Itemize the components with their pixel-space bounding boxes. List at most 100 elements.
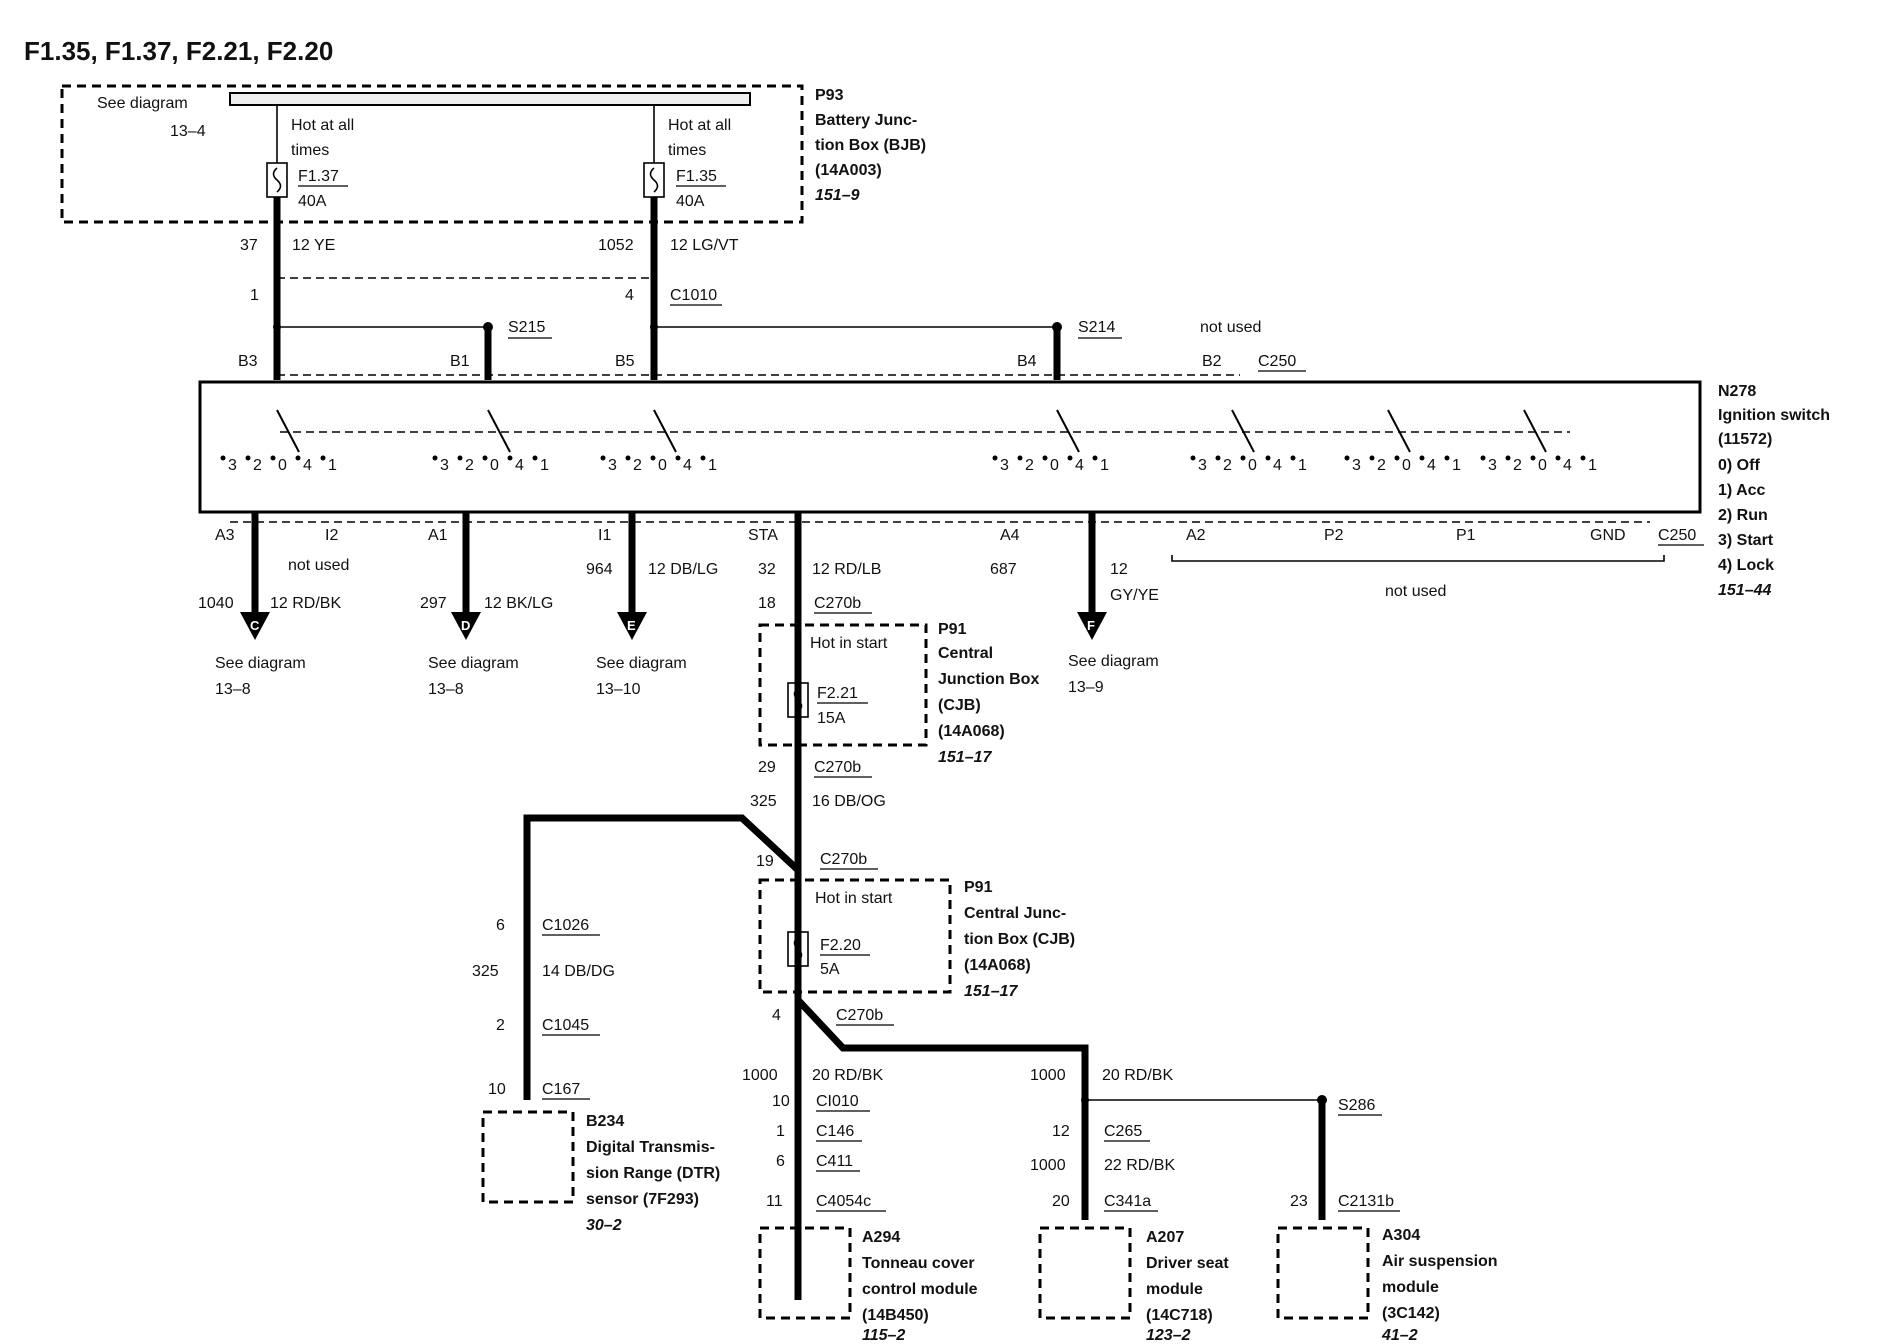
a304-name2: module [1382,1279,1439,1296]
ref-d: 13–8 [428,681,464,698]
pin-4: 4 [625,287,634,304]
switch-position-label: 2 [1377,457,1386,474]
bjb-busbar [229,92,751,106]
pin-sta: STA [748,527,778,544]
contact-dot [600,455,606,461]
pin-b5: B5 [615,353,635,370]
pin-18: 18 [758,595,776,612]
a304-id: A304 [1382,1227,1420,1244]
cjb1-id: P91 [938,621,967,638]
pin-b2: B2 [1202,353,1222,370]
contact-dot [1215,455,1221,461]
hot-label-a: Hot at all [291,117,354,134]
contact-dot [625,455,631,461]
switch-position-label: 2 [1513,457,1522,474]
contact-dot [1480,455,1486,461]
switch-position-label: 0 [1248,457,1257,474]
dtr-name2: sion Range (DTR) [586,1165,720,1182]
arrow-c-letter: C [250,618,260,633]
connector-c2131b: C2131b [1338,1193,1394,1210]
hot-label-b: Hot at all [668,117,731,134]
switch-position-label: 3 [1000,457,1009,474]
wire-color-1040: 12 RD/BK [270,595,341,612]
fuse-f137-label: F1.37 [298,168,339,185]
arrow-e: E [617,612,647,640]
bjb-name1: Battery Junc- [815,112,917,129]
pin-19: 19 [756,853,774,870]
fuse-f135-amp: 40A [676,193,705,210]
switch-position-label: 2 [465,457,474,474]
fuse-f220-amp: 5A [820,961,840,978]
connector-c167: C167 [542,1081,580,1098]
bjb-see-diagram: See diagram [97,95,188,112]
fuse-f221-amp: 15A [817,710,846,727]
splice-s214: S214 [1078,319,1115,336]
bjb-name2: tion Box (BJB) [815,137,926,154]
contact-dot [1240,455,1246,461]
pin-1: 1 [250,287,259,304]
pin-i1: I1 [598,527,611,544]
arrow-c: C [240,612,270,640]
contact-dot [1092,455,1098,461]
a304-page: 41–2 [1381,1327,1418,1344]
switch-arm [1056,409,1080,453]
wire-325-dtr [523,814,801,1100]
ref-f: 13–9 [1068,679,1104,696]
contact-dot [220,455,226,461]
arrow-e-letter: E [627,618,636,633]
hot-label-b2: times [668,142,706,159]
mode-off: 0) Off [1718,457,1760,474]
contact-dot [700,455,706,461]
switch-position-label: 2 [253,457,262,474]
dtr-name3: sensor (7F293) [586,1191,699,1208]
contact-dot [650,455,656,461]
pin-a4: A4 [1000,527,1020,544]
wire-1000-seat [795,997,1089,1100]
fuse-f220-label: F2.20 [820,937,861,954]
a294-page: 115–2 [862,1327,905,1344]
fuse-icon [787,931,809,967]
connector-c1045: C1045 [542,1017,589,1034]
dtr-id: B234 [586,1113,624,1130]
connector-ci010: CI010 [816,1093,859,1110]
cjb1-name3: (CJB) [938,697,981,714]
a294-id: A294 [862,1229,900,1246]
ref-c: 13–8 [215,681,251,698]
pin-10-dtr: 10 [488,1081,506,1098]
contact-dot [1505,455,1511,461]
switch-page: 151–44 [1718,582,1771,599]
contact-dot [1369,455,1375,461]
see-diagram-c: See diagram [215,655,306,672]
switch-position-label: 4 [1563,457,1572,474]
mode-acc: 1) Acc [1718,482,1766,499]
circuit-297: 297 [420,595,447,612]
tonneau-module-box [758,1226,852,1320]
connector-c250: C250 [1658,527,1696,544]
contact-dot [295,455,301,461]
bjb-page: 151–9 [815,187,860,204]
i2-not-used: not used [288,557,349,574]
bottom-not-used: not used [1385,583,1446,600]
air-module-box [1276,1226,1370,1320]
switch-position-label: 4 [515,457,524,474]
switch-id: N278 [1718,383,1756,400]
pin-p2: P2 [1324,527,1344,544]
circuit-964: 964 [586,561,613,578]
switch-position-label: 1 [1100,457,1109,474]
circuit-1000-c: 1000 [1030,1157,1066,1174]
arrow-f-letter: F [1087,618,1095,633]
pin-a1: A1 [428,527,448,544]
switch-position-label: 2 [1223,457,1232,474]
ref-e: 13–10 [596,681,641,698]
splice-s286: S286 [1338,1097,1375,1114]
switch-position-label: 0 [1402,457,1411,474]
contact-dot [482,455,488,461]
bjb-id: P93 [815,87,844,104]
pin-a3: A3 [215,527,235,544]
switch-position-label: 3 [228,457,237,474]
wire-color-964: 12 DB/LG [648,561,718,578]
switch-position-label: 4 [303,457,312,474]
a294-name2: control module [862,1281,978,1298]
pin-29: 29 [758,759,776,776]
